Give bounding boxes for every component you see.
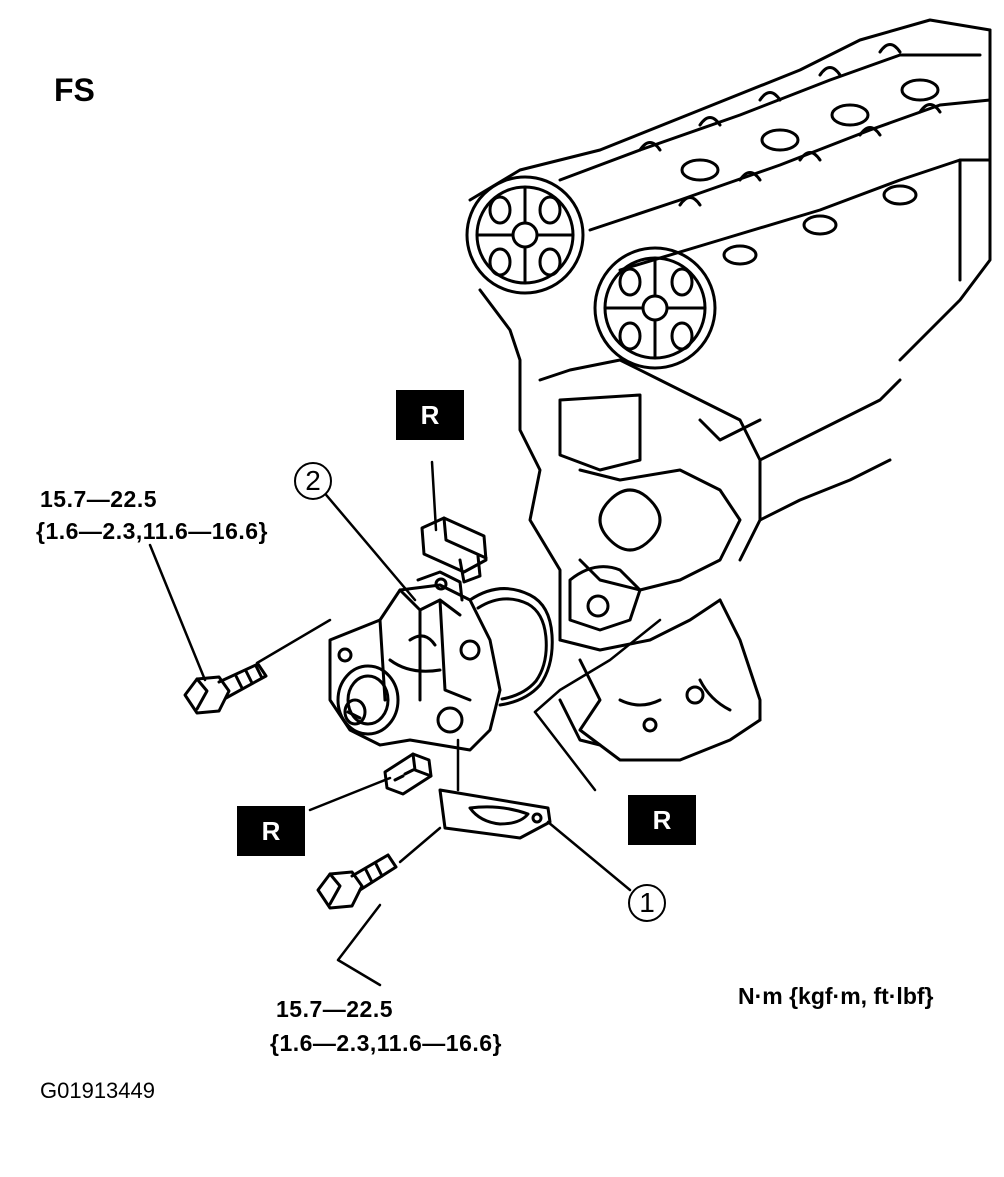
replace-badge-left: R <box>237 806 305 856</box>
lower-torque-conversion: {1.6—2.3,11.6—16.6} <box>270 1030 502 1056</box>
engine-block-drawing <box>465 18 992 762</box>
bracket-part-1 <box>438 788 552 840</box>
upper-torque-conversion: {1.6—2.3,11.6—16.6} <box>36 518 268 544</box>
upper-seal-part <box>420 516 488 584</box>
water-pump-drawing <box>328 570 502 752</box>
replace-badge-right: R <box>628 795 696 845</box>
callout-part-1: 1 <box>628 884 666 922</box>
upper-torque-value: 15.7—22.5 <box>40 486 158 512</box>
engine-code-label: FS <box>54 72 95 108</box>
callout-part-2: 2 <box>294 462 332 500</box>
replace-badge-upper: R <box>396 390 464 440</box>
water-pump-gasket <box>468 587 554 707</box>
upper-mounting-bolt <box>183 662 268 715</box>
lower-mounting-bolt <box>316 853 398 910</box>
torque-units-label: N·m {kgf·m, ft·lbf} <box>738 983 934 1009</box>
lower-torque-value: 15.7—22.5 <box>276 996 394 1022</box>
lower-seal-part <box>383 752 433 796</box>
leader-lines <box>148 460 662 987</box>
figure-id-label: G01913449 <box>40 1078 155 1103</box>
